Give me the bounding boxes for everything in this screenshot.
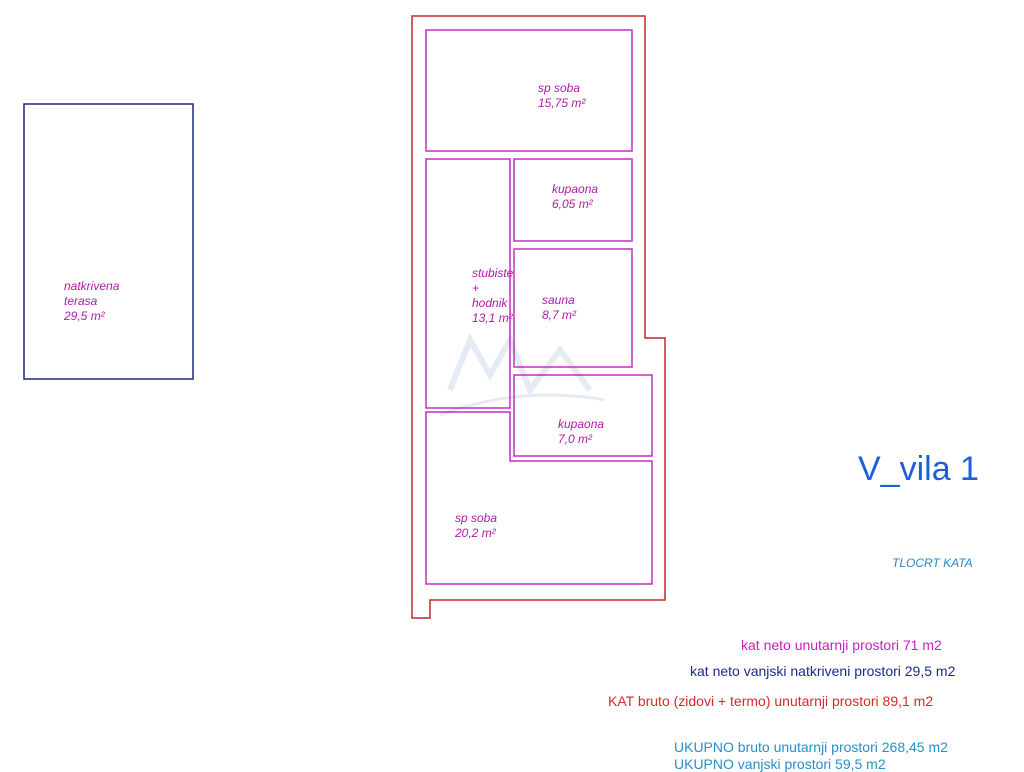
summary-ukupno-bruto: UKUPNO bruto unutarnji prostori 268,45 m…: [674, 739, 948, 755]
room-sp-soba-top: [425, 29, 633, 152]
terrace-label: natkrivena terasa 29,5 m²: [64, 279, 119, 324]
summary-neto-vanjski: kat neto vanjski natkriveni prostori 29,…: [690, 663, 956, 679]
summary-ukupno-vanjski: UKUPNO vanjski prostori 59,5 m2: [674, 756, 886, 772]
watermark-logo: [439, 333, 606, 417]
terrace-line2: terasa: [64, 294, 98, 308]
terrace-area: 29,5 m²: [64, 309, 105, 323]
room-line1: stubiste: [472, 266, 514, 280]
room-kupaona-bottom: [513, 374, 653, 457]
label-sp-soba-bottom: sp soba 20,2 m²: [455, 511, 497, 541]
plan-title: V_vila 1: [858, 450, 979, 488]
room-sauna: [513, 248, 633, 368]
room-area: 7,0 m²: [558, 432, 593, 446]
room-name: sp soba: [455, 511, 498, 525]
label-sauna: sauna 8,7 m²: [542, 293, 576, 323]
room-name: sp soba: [538, 81, 581, 95]
room-name: kupaona: [558, 417, 605, 431]
room-area: 15,75 m²: [538, 96, 586, 110]
room-line2: +: [472, 281, 480, 295]
room-area: 20,2 m²: [455, 526, 496, 540]
plan-subtitle: TLOCRT KATA: [892, 556, 973, 570]
label-sp-soba-top: sp soba 15,75 m²: [538, 81, 585, 111]
summary-bruto-unutarnji: KAT bruto (zidovi + termo) unutarnji pro…: [608, 693, 934, 709]
room-area: 13,1 m²: [472, 311, 513, 325]
room-line3: hodnik: [472, 296, 508, 310]
summary-neto-unutarnji: kat neto unutarnji prostori 71 m2: [741, 637, 942, 653]
room-kupaona-top: [513, 158, 633, 242]
label-stubiste: stubiste + hodnik 13,1 m²: [472, 266, 513, 326]
room-area: 8,7 m²: [542, 308, 577, 322]
label-kupaona-bottom: kupaona 7,0 m²: [558, 417, 604, 447]
label-kupaona-top: kupaona 6,05 m²: [552, 182, 598, 212]
terrace-outline: [23, 103, 194, 380]
room-stubiste: [425, 158, 511, 409]
room-name: kupaona: [552, 182, 599, 196]
room-area: 6,05 m²: [552, 197, 593, 211]
room-name: sauna: [542, 293, 575, 307]
terrace-line1: natkrivena: [64, 279, 120, 293]
building-outline: [411, 15, 666, 619]
room-sp-soba-bottom: [425, 411, 653, 585]
